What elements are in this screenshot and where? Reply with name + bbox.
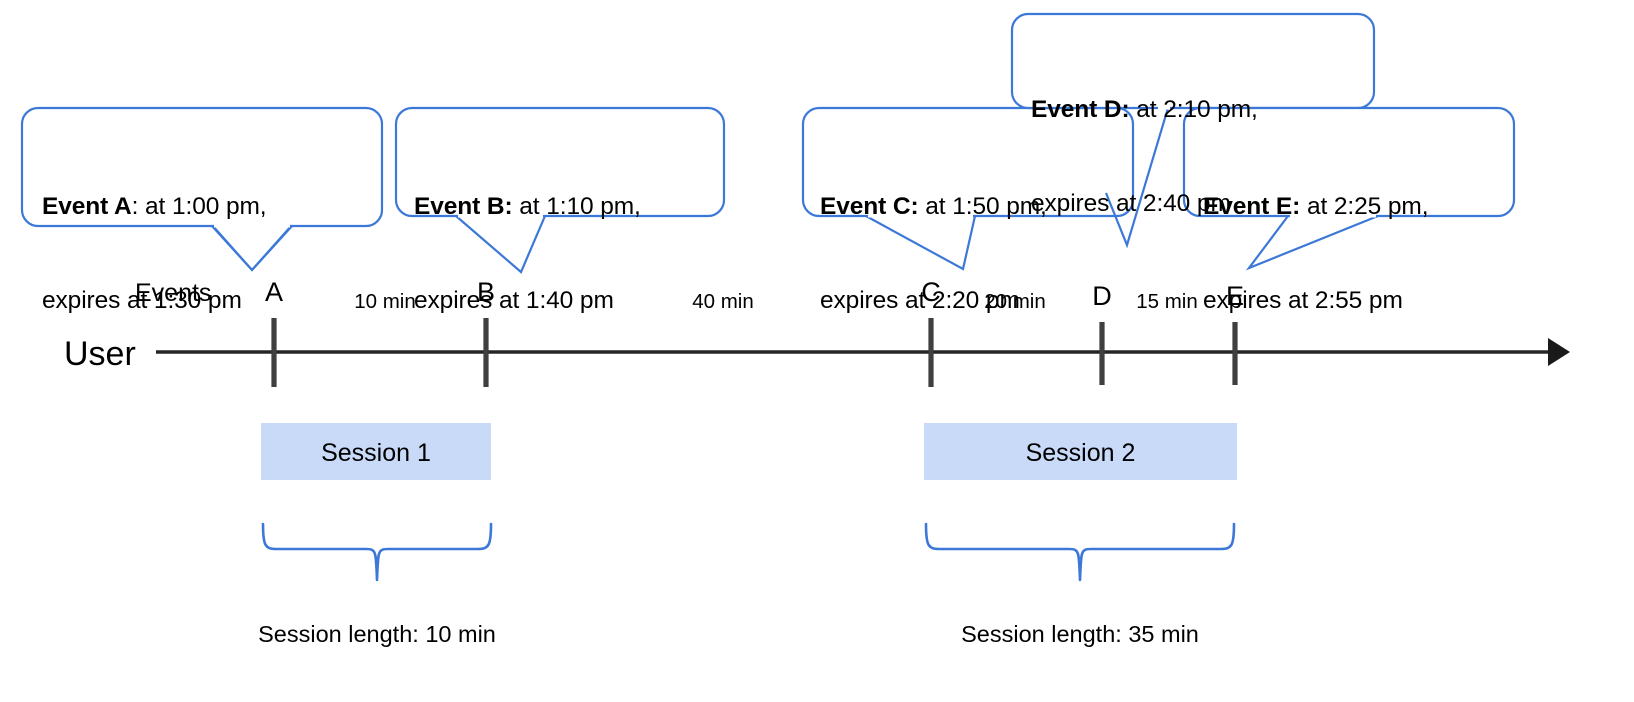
callout-e-rest: at 2:25 pm, — [1300, 192, 1429, 220]
callout-event-d — [1010, 12, 1376, 249]
callout-e-bold: Event E: — [1203, 192, 1301, 220]
callout-box-d — [1010, 12, 1376, 110]
callout-text-a: Event A: at 1:00 pm, expires at 1:30 pm — [42, 128, 372, 379]
callout-c-bold: Event C: — [820, 192, 919, 220]
callout-tail-e — [1245, 214, 1379, 271]
axis-arrow-icon — [1548, 338, 1570, 366]
callout-b-bold: Event B: — [414, 192, 513, 220]
callout-event-a — [20, 106, 384, 272]
callout-tail-c — [865, 215, 977, 271]
callout-b-line2: expires at 1:40 pm — [414, 286, 614, 314]
callout-a-rest: : at 1:00 pm, — [131, 192, 267, 220]
session-label-2: Session 2 — [1025, 439, 1136, 467]
tick-marks — [271, 318, 1238, 387]
callout-c-line2: expires at 2:20 pm — [820, 286, 1020, 314]
gap-label-a-b: 10 min — [354, 290, 416, 313]
callout-event-e — [1182, 106, 1516, 271]
callout-text-b: Event B: at 1:10 pm, expires at 1:40 pm — [414, 128, 724, 379]
gap-label-d-e: 15 min — [1136, 290, 1198, 313]
callout-tail-outline-a — [211, 225, 293, 272]
tick-label-c: C — [921, 277, 941, 307]
callout-box-a — [20, 106, 384, 228]
gap-label-b-c: 40 min — [692, 290, 754, 313]
callout-text-e: Event E: at 2:25 pm, expires at 2:55 pm — [1203, 128, 1513, 379]
callout-d-bold: Event D: — [1031, 95, 1130, 123]
callout-d-rest: at 2:10 pm, — [1129, 95, 1258, 123]
callout-text-c: Event C: at 1:50 pm, expires at 2:20 pm — [820, 128, 1130, 379]
session-label-1: Session 1 — [321, 439, 431, 467]
callout-e-line2: expires at 2:55 pm — [1203, 286, 1403, 314]
callout-d-line2: expires at 2:40 pm — [1031, 189, 1231, 217]
tick-label-d: D — [1092, 281, 1112, 311]
session-length-label-1: Session length: 10 min — [258, 621, 496, 647]
session-bar-2 — [924, 423, 1237, 480]
callout-event-b — [394, 106, 726, 274]
gap-label-c-d: 20 min — [984, 290, 1046, 313]
brace-session-2 — [924, 522, 1236, 582]
timeline-axis — [156, 338, 1570, 366]
callout-a-line2: expires at 1:30 pm — [42, 286, 242, 314]
user-axis-label: User — [64, 335, 136, 373]
callout-event-c — [801, 106, 1135, 271]
tick-label-e: E — [1225, 281, 1244, 311]
callout-tail-b — [455, 215, 547, 274]
callout-b-rest: at 1:10 pm, — [512, 192, 641, 220]
callout-c-rest: at 1:50 pm, — [918, 192, 1047, 220]
session-bar-1 — [261, 423, 491, 480]
tick-label-b: B — [476, 277, 495, 307]
callout-box-b — [394, 106, 726, 218]
events-row-label: Events — [135, 279, 212, 307]
tick-label-a: A — [264, 277, 283, 307]
callout-text-d: Event D: at 2:10 pm, expires at 2:40 pm — [1031, 31, 1371, 282]
callout-a-bold: Event A — [42, 192, 132, 220]
session-length-label-2: Session length: 35 min — [961, 621, 1199, 647]
brace-session-1 — [261, 522, 493, 582]
